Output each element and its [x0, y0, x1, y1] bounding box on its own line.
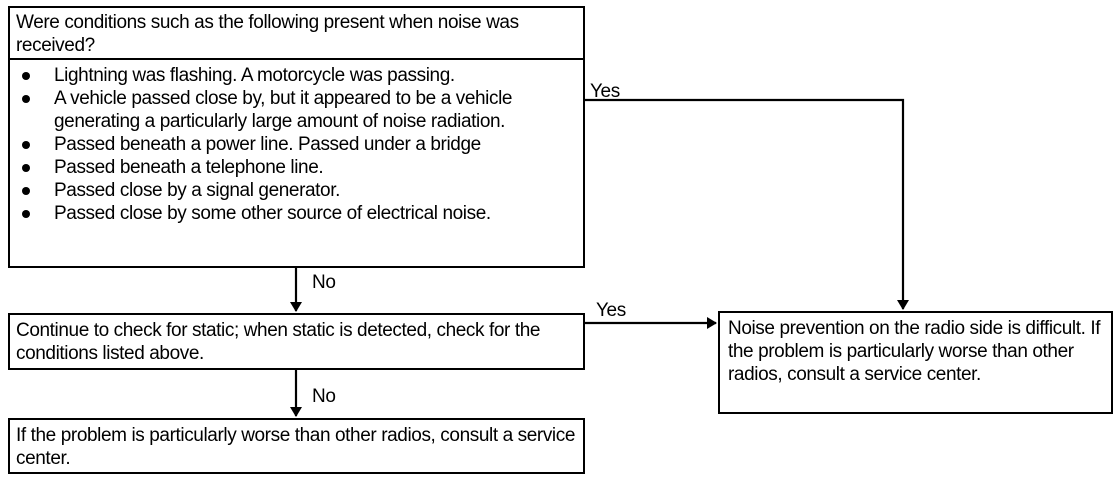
bullet-icon	[22, 187, 30, 195]
bullet-icon	[22, 72, 30, 80]
condition-item: Passed close by a signal generator.	[16, 179, 577, 202]
static-check-text: Continue to check for static; when stati…	[16, 320, 541, 364]
final-step-text: If the problem is particularly worse tha…	[16, 425, 576, 469]
question-text: Were conditions such as the following pr…	[16, 12, 519, 56]
conditions-box: Lightning was flashing. A motorcycle was…	[8, 60, 585, 268]
condition-text: Passed beneath a telephone line.	[54, 157, 324, 178]
yes-top-connector	[585, 98, 909, 310]
yes-middle-label: Yes	[596, 300, 626, 321]
condition-text: A vehicle passed close by, but it appear…	[54, 88, 513, 132]
condition-item: Lightning was flashing. A motorcycle was…	[16, 64, 577, 87]
condition-text: Lightning was flashing. A motorcycle was…	[54, 65, 455, 86]
yes-top-label: Yes	[590, 81, 620, 102]
question-box: Were conditions such as the following pr…	[8, 6, 585, 60]
condition-text: Passed close by a signal generator.	[54, 180, 340, 201]
no-first-label: No	[312, 272, 336, 293]
bullet-icon	[22, 95, 30, 103]
conditions-list: Lightning was flashing. A motorcycle was…	[16, 64, 577, 225]
condition-item: Passed close by some other source of ele…	[16, 202, 577, 225]
bullet-icon	[22, 141, 30, 149]
no-second-label: No	[312, 386, 336, 407]
condition-item: A vehicle passed close by, but it appear…	[16, 87, 577, 133]
service-note-text: Noise prevention on the radio side is di…	[728, 318, 1101, 385]
bullet-icon	[22, 210, 30, 218]
condition-item: Passed beneath a power line. Passed unde…	[16, 133, 577, 156]
condition-text: Passed beneath a power line. Passed unde…	[54, 134, 481, 155]
final-step-box: If the problem is particularly worse tha…	[8, 418, 585, 474]
condition-item: Passed beneath a telephone line.	[16, 156, 577, 179]
service-note-box: Noise prevention on the radio side is di…	[718, 311, 1113, 414]
bullet-icon	[22, 164, 30, 172]
static-check-box: Continue to check for static; when stati…	[8, 313, 585, 370]
condition-text: Passed close by some other source of ele…	[54, 203, 491, 224]
